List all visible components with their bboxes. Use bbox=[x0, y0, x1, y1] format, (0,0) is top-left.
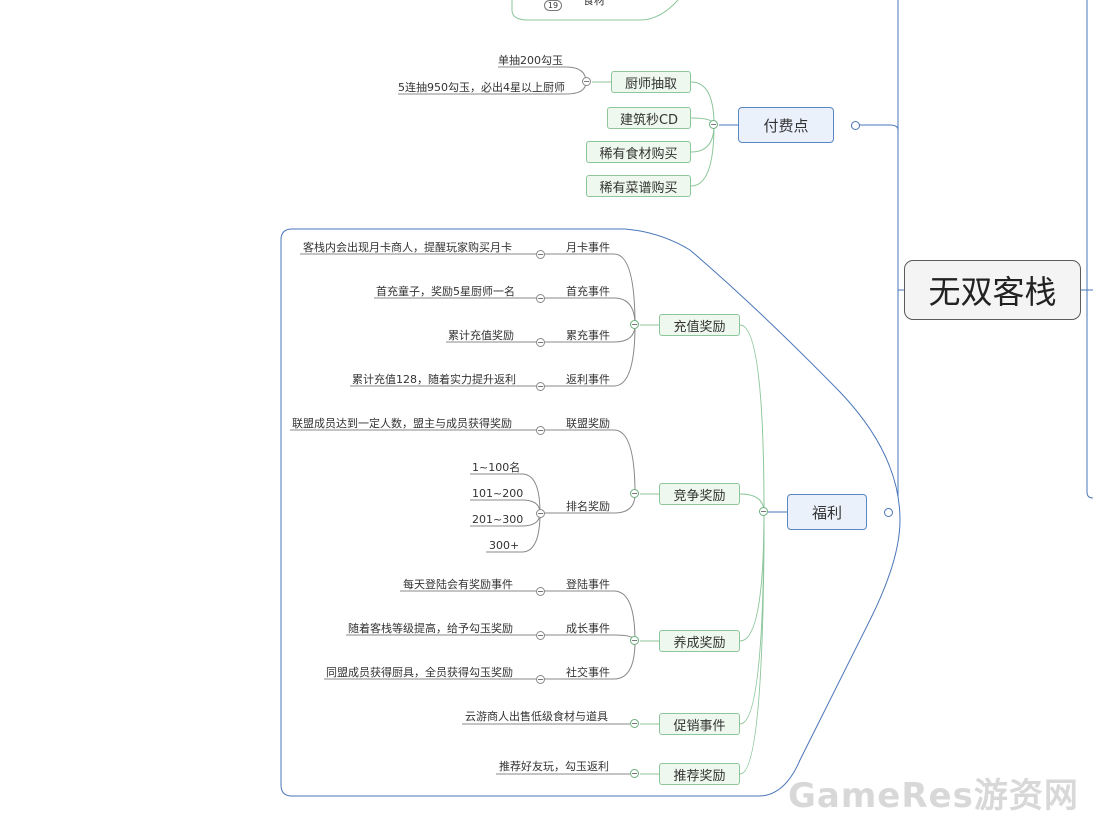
recharge-node[interactable]: 充值奖励 bbox=[659, 314, 740, 336]
paid-collapse-toggle[interactable] bbox=[851, 121, 860, 130]
alliance-label: 联盟奖励 bbox=[566, 417, 610, 430]
paid-item-node[interactable]: 建筑秒CD bbox=[607, 107, 691, 129]
chef-draw-detail: 5连抽950勾玉，必出4星以上厨师 bbox=[398, 81, 565, 94]
referral-toggle[interactable]: − bbox=[630, 769, 639, 778]
fragment-label: 食材 bbox=[583, 0, 605, 7]
recharge-toggle[interactable]: − bbox=[630, 320, 639, 329]
rank-tier: 1~100名 bbox=[472, 461, 521, 474]
growth-toggle[interactable]: − bbox=[630, 636, 639, 645]
event-toggle[interactable]: − bbox=[536, 338, 545, 347]
compete-node[interactable]: 竞争奖励 bbox=[659, 483, 740, 505]
event-label: 社交事件 bbox=[566, 666, 610, 679]
event-desc: 累计充值奖励 bbox=[448, 329, 514, 342]
promo-node[interactable]: 促销事件 bbox=[659, 713, 740, 735]
event-toggle[interactable]: − bbox=[536, 250, 545, 259]
chef-draw-node[interactable]: 厨师抽取 bbox=[611, 71, 691, 93]
event-desc: 客栈内会出现月卡商人，提醒玩家购买月卡 bbox=[303, 241, 512, 254]
chef-draw-toggle[interactable]: − bbox=[582, 77, 591, 86]
event-desc: 累计充值128，随着实力提升返利 bbox=[352, 373, 516, 386]
referral-desc: 推荐好友玩，勾玉返利 bbox=[499, 760, 609, 773]
rank-tier: 300+ bbox=[489, 539, 520, 552]
promo-toggle[interactable]: − bbox=[630, 719, 639, 728]
rank-label: 排名奖励 bbox=[566, 500, 610, 513]
paid-node[interactable]: 付费点 bbox=[738, 107, 834, 143]
event-toggle[interactable]: − bbox=[536, 631, 545, 640]
event-desc: 每天登陆会有奖励事件 bbox=[403, 578, 513, 591]
event-label: 成长事件 bbox=[566, 622, 610, 635]
rank-tier: 101~200 bbox=[472, 487, 524, 500]
chef-draw-detail: 单抽200勾玉 bbox=[498, 54, 563, 67]
event-label: 月卡事件 bbox=[566, 241, 610, 254]
welfare-children-toggle[interactable]: − bbox=[759, 507, 768, 516]
event-toggle[interactable]: − bbox=[536, 587, 545, 596]
event-desc: 随着客栈等级提高，给予勾玉奖励 bbox=[348, 622, 513, 635]
root-node[interactable]: 无双客栈 bbox=[904, 260, 1081, 320]
paid-children-toggle[interactable]: − bbox=[709, 120, 718, 129]
event-label: 返利事件 bbox=[566, 373, 610, 386]
count-badge: 19 bbox=[544, 0, 562, 11]
growth-node[interactable]: 养成奖励 bbox=[659, 630, 740, 652]
event-desc: 首充童子，奖励5星厨师一名 bbox=[376, 285, 515, 298]
rank-tier: 201~300 bbox=[472, 513, 524, 526]
event-toggle[interactable]: − bbox=[536, 675, 545, 684]
welfare-collapse-toggle[interactable] bbox=[884, 508, 893, 517]
promo-desc: 云游商人出售低级食材与道具 bbox=[465, 710, 608, 723]
alliance-toggle[interactable]: − bbox=[536, 426, 545, 435]
paid-item-node[interactable]: 稀有菜谱购买 bbox=[586, 175, 691, 197]
rank-toggle[interactable]: − bbox=[536, 509, 545, 518]
event-desc: 同盟成员获得厨具，全员获得勾玉奖励 bbox=[326, 666, 513, 679]
referral-node[interactable]: 推荐奖励 bbox=[659, 763, 740, 785]
event-label: 登陆事件 bbox=[566, 578, 610, 591]
compete-toggle[interactable]: − bbox=[630, 489, 639, 498]
paid-item-node[interactable]: 稀有食材购买 bbox=[586, 141, 691, 163]
welfare-node[interactable]: 福利 bbox=[787, 494, 867, 530]
event-label: 首充事件 bbox=[566, 285, 610, 298]
event-toggle[interactable]: − bbox=[536, 294, 545, 303]
alliance-desc: 联盟成员达到一定人数，盟主与成员获得奖励 bbox=[292, 417, 512, 430]
event-label: 累充事件 bbox=[566, 329, 610, 342]
event-toggle[interactable]: − bbox=[536, 382, 545, 391]
watermark: GameRes游资网 bbox=[788, 776, 1079, 816]
